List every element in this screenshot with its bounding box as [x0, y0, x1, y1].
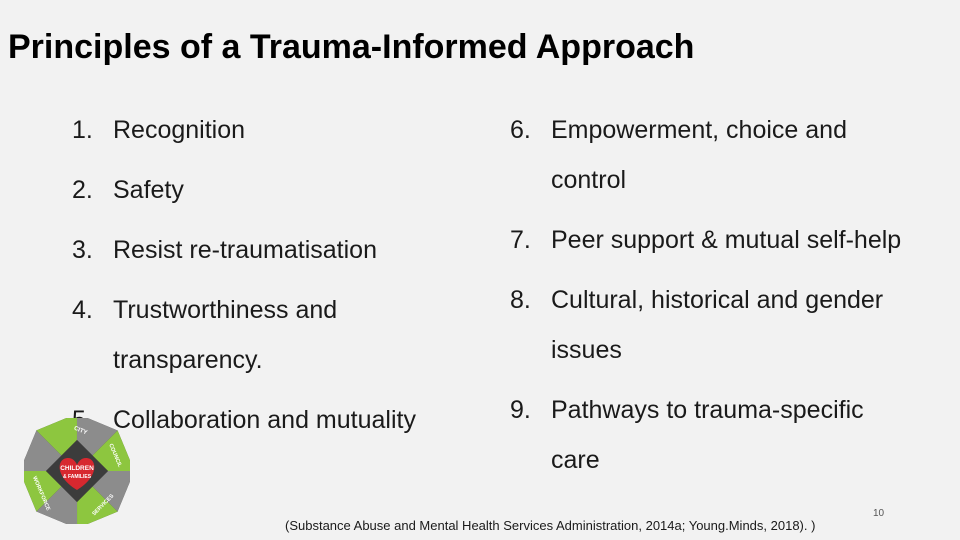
list-item: 4. Trustworthiness and transparency. — [72, 285, 492, 385]
item-number: 3. — [72, 236, 93, 264]
item-text: Collaboration and mutuality — [113, 406, 416, 434]
item-number: 9. — [510, 396, 531, 424]
logo-text: & FAMILIES — [63, 474, 92, 480]
principles-list-left: 1. Recognition 2. Safety 3. Resist re-tr… — [72, 105, 492, 445]
list-item: 3. Resist re-traumatisation — [72, 225, 492, 275]
list-item: 2. Safety — [72, 165, 492, 215]
item-number: 2. — [72, 176, 93, 204]
item-text: Trustworthiness and transparency. — [113, 296, 338, 374]
list-item: 8. Cultural, historical and gender issue… — [510, 275, 950, 375]
item-text: Safety — [113, 176, 184, 204]
item-text: Pathways to trauma-specific care — [551, 396, 864, 474]
item-number: 6. — [510, 116, 531, 144]
item-number: 7. — [510, 226, 531, 254]
slide-title: Principles of a Trauma-Informed Approach — [8, 28, 695, 66]
logo-text: CITY — [73, 426, 88, 437]
list-item: 7. Peer support & mutual self-help — [510, 215, 950, 265]
logo-text: CHILDREN — [60, 465, 94, 472]
item-text: Recognition — [113, 116, 246, 144]
children-families-logo: CHILDREN & FAMILIES CITY COUNCIL SERVICE… — [24, 418, 130, 524]
item-number: 1. — [72, 116, 93, 144]
principles-list-right: 6. Empowerment, choice and control 7. Pe… — [510, 105, 950, 485]
list-item: 1. Recognition — [72, 105, 492, 155]
item-number: 8. — [510, 286, 531, 314]
item-text: Peer support & mutual self-help — [551, 226, 902, 254]
item-number: 4. — [72, 296, 93, 324]
item-text: Cultural, historical and gender issues — [551, 286, 884, 364]
page-number: 10 — [873, 508, 885, 519]
citation: (Substance Abuse and Mental Health Servi… — [285, 518, 816, 533]
item-text: Resist re-traumatisation — [113, 236, 377, 264]
list-item: 9. Pathways to trauma-specific care — [510, 385, 950, 485]
item-text: Empowerment, choice and control — [551, 116, 847, 194]
list-item: 6. Empowerment, choice and control — [510, 105, 950, 205]
list-item: 5. Collaboration and mutuality — [72, 395, 492, 445]
